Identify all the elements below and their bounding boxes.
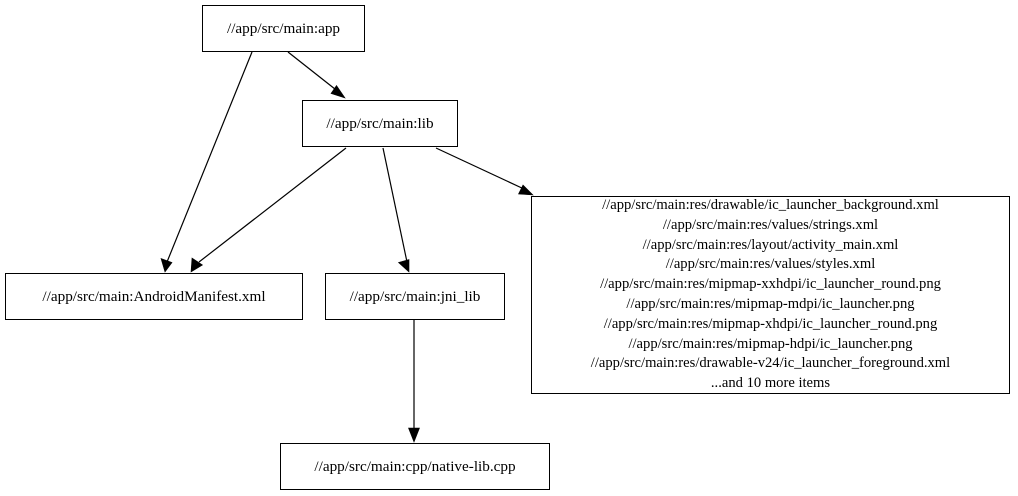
edge-app-to-androidmanifest <box>160 51 253 273</box>
node-androidmanifest[interactable]: //app/src/main:AndroidManifest.xml <box>5 273 303 320</box>
node-jni-lib[interactable]: //app/src/main:jni_lib <box>325 273 505 320</box>
node-lib[interactable]: //app/src/main:lib <box>302 100 458 147</box>
node-jni-lib-label: //app/src/main:jni_lib <box>349 287 481 305</box>
node-lib-label: //app/src/main:lib <box>326 114 434 132</box>
node-app[interactable]: //app/src/main:app <box>202 5 365 52</box>
node-resource-bundle-label: //app/src/main:res/drawable/ic_launcher_… <box>590 197 951 392</box>
edge-lib-to-androidmanifest <box>190 147 347 273</box>
node-native-lib-cpp[interactable]: //app/src/main:cpp/native-lib.cpp <box>280 443 550 490</box>
node-androidmanifest-label: //app/src/main:AndroidManifest.xml <box>42 287 266 305</box>
edge-app-to-lib <box>287 51 346 99</box>
edge-lib-to-jni-lib <box>382 147 410 273</box>
edge-lib-to-resource-bundle <box>435 147 534 196</box>
node-native-lib-cpp-label: //app/src/main:cpp/native-lib.cpp <box>314 457 516 475</box>
edge-jni-lib-to-native-lib <box>408 320 420 443</box>
node-app-label: //app/src/main:app <box>226 19 341 37</box>
node-resource-bundle[interactable]: //app/src/main:res/drawable/ic_launcher_… <box>531 196 1010 394</box>
